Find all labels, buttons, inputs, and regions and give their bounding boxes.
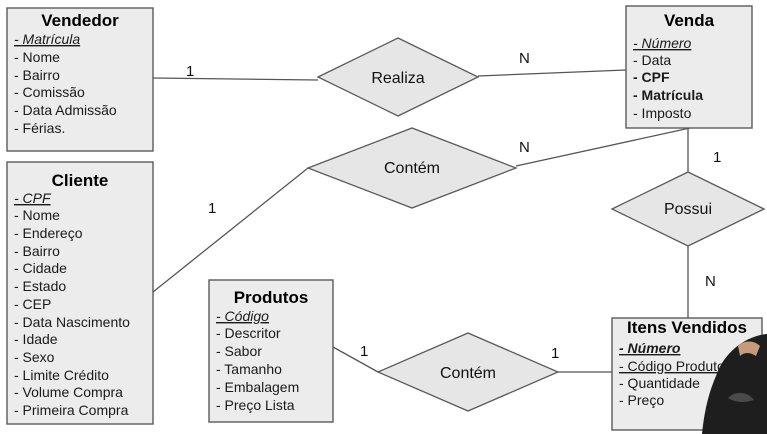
attr-descritor: - Descritor [216,325,281,341]
relationship-label: Contém [384,160,440,177]
attr-bairro: - Bairro [14,67,60,83]
attr-nome: - Nome [14,207,60,223]
attr-codigo-produto-fk: - Código Produto [619,358,725,374]
attr-primeira-compra: - Primeira Compra [14,402,129,418]
entity-title: Produtos [234,288,309,307]
link-vendedor-realiza [152,77,319,81]
attr-nome: - Nome [14,49,60,65]
cardinality-produtos-contem: 1 [360,343,368,360]
entity-title: Itens Vendidos [627,318,747,337]
cardinality-contem-venda: N [519,139,530,156]
relationship-contem-cliente-venda: Contém [306,127,518,209]
entity-produtos: Produtos - Código - Descritor - Sabor - … [208,279,334,423]
link-contem-venda [515,127,691,167]
entity-title: Venda [664,11,715,30]
attr-sabor: - Sabor [216,343,262,359]
cardinality-contem-itens: 1 [551,345,559,362]
link-produtos-contem [332,346,379,373]
entity-title: Vendedor [41,11,119,30]
attr-comissao: - Comissão [14,84,85,100]
attr-matricula-fk: - Matrícula [633,87,703,103]
attr-numero-fk: - Número [619,340,681,356]
attr-preco-lista: - Preço Lista [216,397,295,413]
entity-vendedor: Vendedor - Matrícula - Nome - Bairro - C… [6,7,154,152]
attr-data-nascimento: - Data Nascimento [14,314,130,330]
attr-imposto: - Imposto [633,105,692,121]
entity-title: Cliente [52,171,109,190]
attr-cidade: - Cidade [14,260,67,276]
relationship-label: Possui [664,201,712,218]
attr-volume-compra: - Volume Compra [14,384,123,400]
attr-endereco: - Endereço [14,225,83,241]
relationship-realiza: Realiza [316,37,480,117]
attr-cpf-key: - CPF [14,190,52,206]
cardinality-venda-possui: 1 [713,149,721,166]
attr-sexo: - Sexo [14,349,55,365]
attr-bairro: - Bairro [14,243,60,259]
cardinality-vendedor-realiza: 1 [186,63,194,80]
attr-quantidade: - Quantidade [619,375,700,391]
relationship-label: Realiza [371,70,424,87]
attr-embalagem: - Embalagem [216,379,299,395]
relationship-label: Contém [440,365,496,382]
attr-tamanho: - Tamanho [216,361,282,377]
attr-limite-credito: - Limite Crédito [14,367,109,383]
attr-codigo-key: - Código [216,308,269,324]
attr-data: - Data [633,52,671,68]
attr-matricula-key: - Matrícula [14,31,80,47]
presenter-figure [702,334,767,434]
attr-ferias: - Férias. [14,120,65,136]
relationship-contem-produto-itens: Contém [376,332,560,412]
attr-numero-key: - Número [633,35,692,51]
attr-preco: - Preço [619,392,664,408]
link-cliente-contem [152,167,309,293]
entity-venda: Venda - Número - Data - CPF - Matrícula … [625,5,753,129]
relationship-possui: Possui [610,171,766,247]
attr-estado: - Estado [14,278,66,294]
attr-cpf-fk: - CPF [633,69,670,85]
link-realiza-venda [477,69,627,77]
attr-idade: - Idade [14,331,58,347]
cardinality-cliente-contem: 1 [208,200,216,217]
attr-cep: - CEP [14,296,51,312]
attr-data-admissao: - Data Admissão [14,102,117,118]
entity-cliente: Cliente - CPF - Nome - Endereço - Bairro… [6,161,154,425]
cardinality-realiza-venda: N [519,50,530,67]
cardinality-possui-itens: N [705,273,716,290]
